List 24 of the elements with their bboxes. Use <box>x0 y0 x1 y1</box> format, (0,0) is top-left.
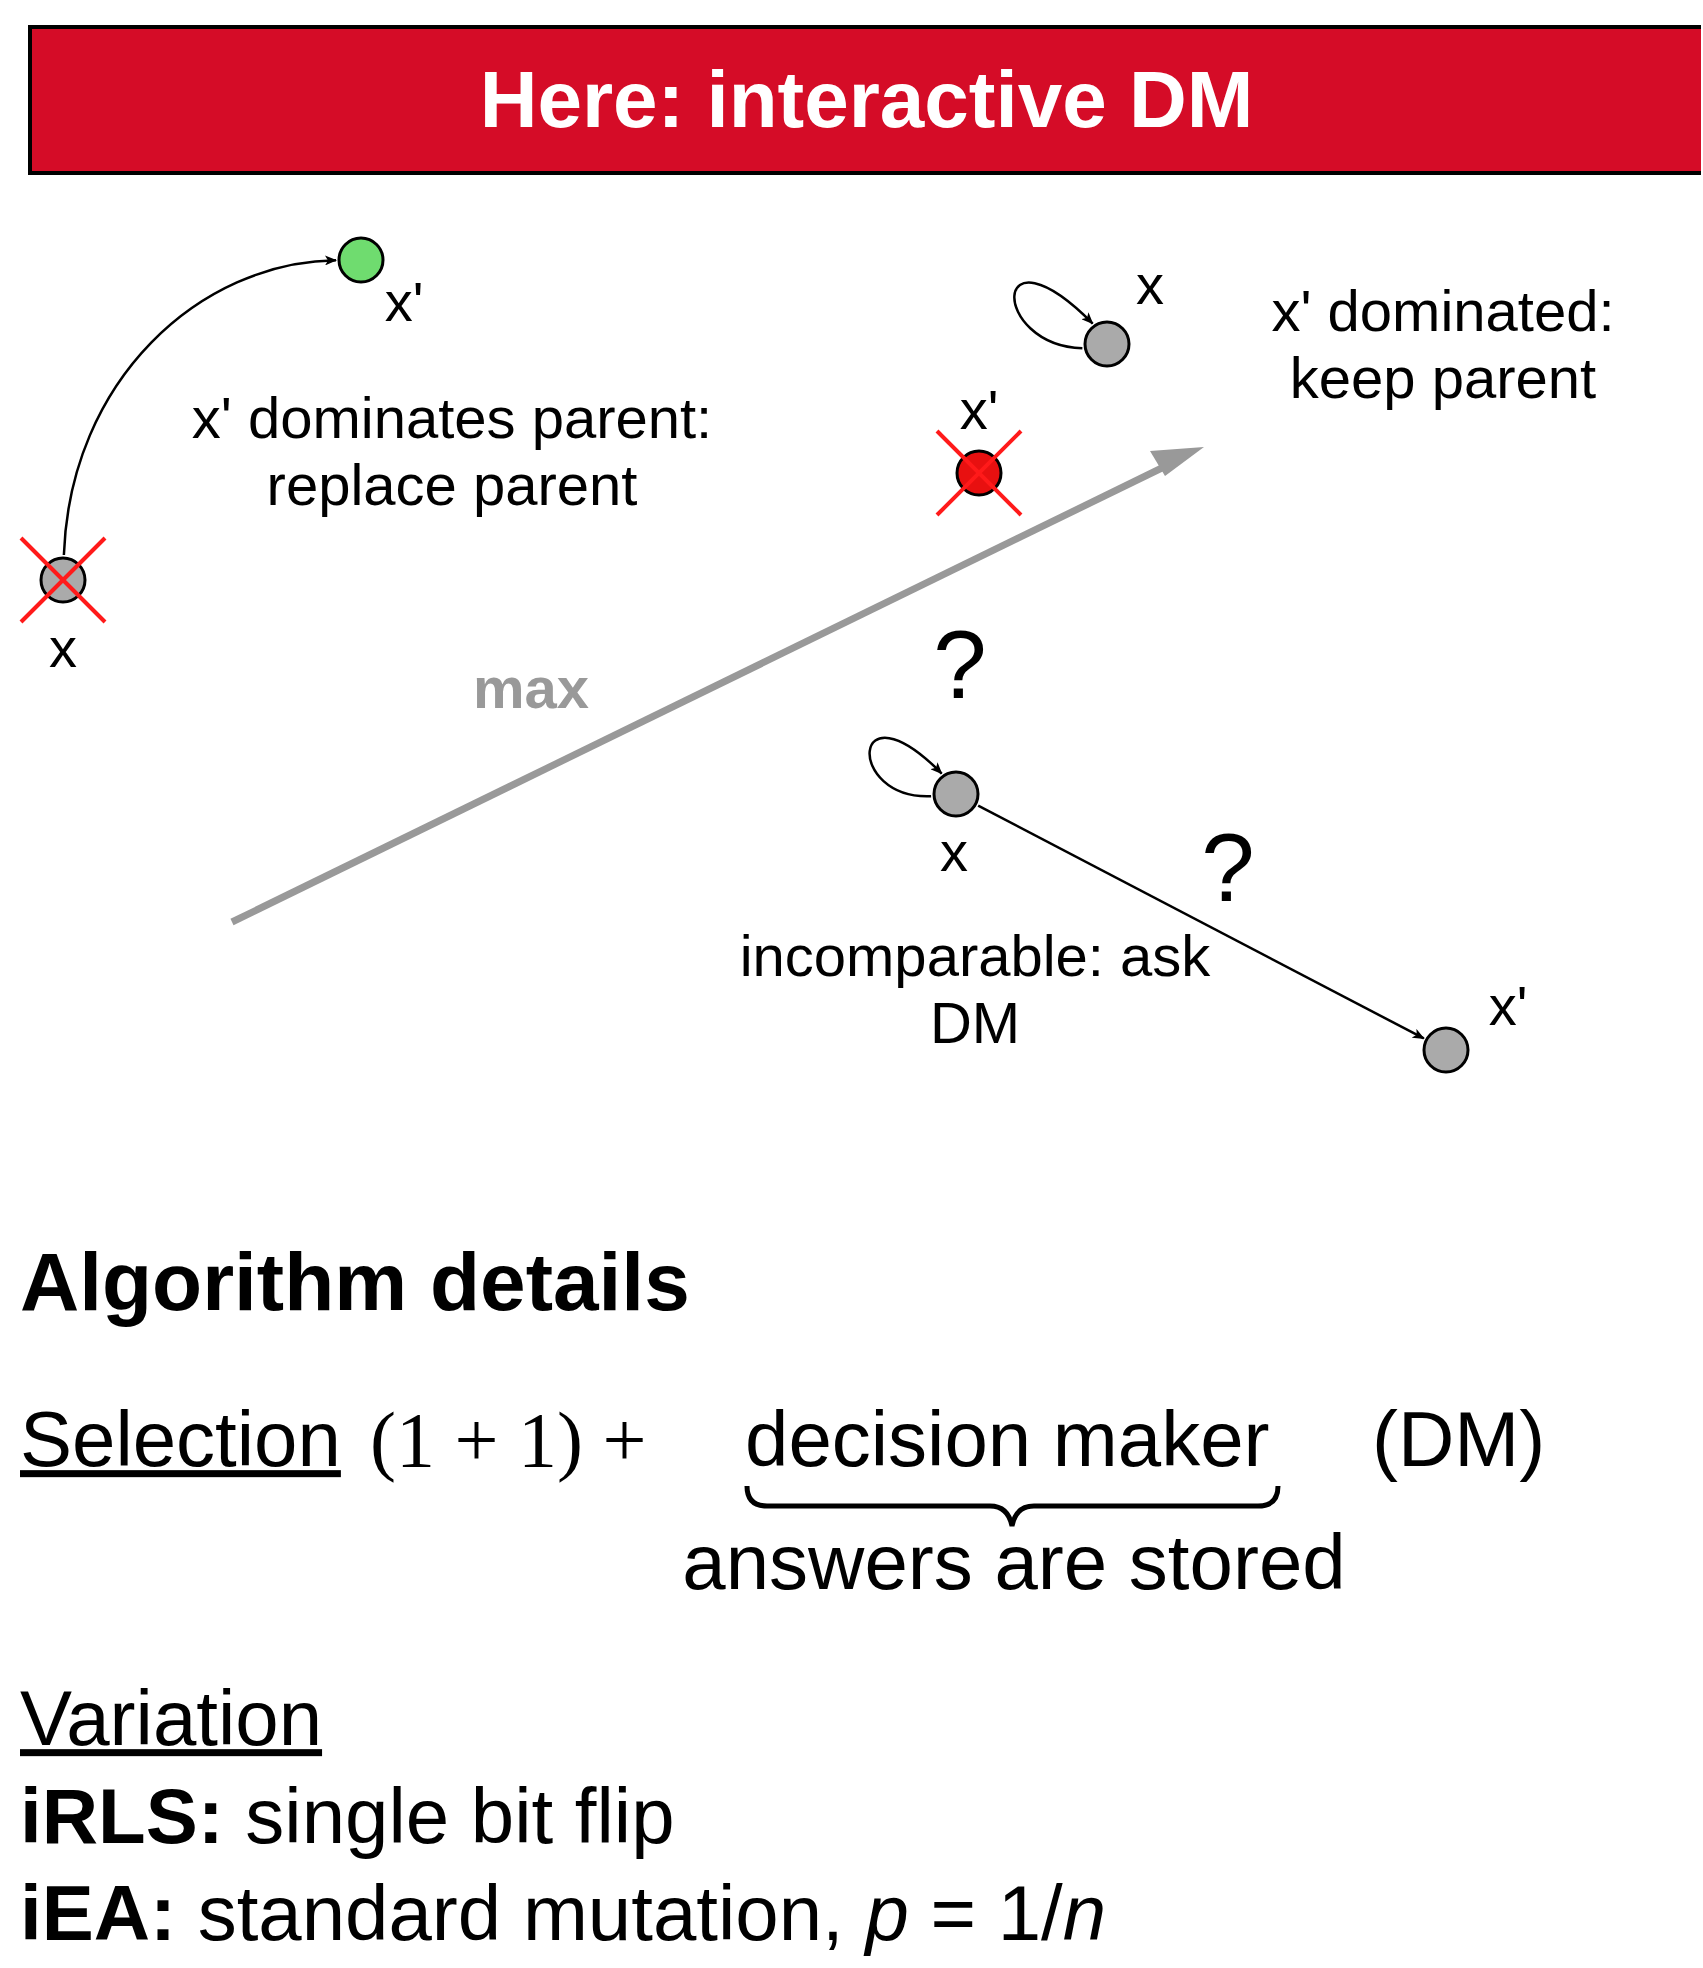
point-label: x' <box>1488 978 1528 1034</box>
description-text: iRLS: single bit flip <box>20 1772 675 1862</box>
term-label: Variation <box>20 1674 323 1764</box>
term-label: (DM) <box>1372 1395 1546 1485</box>
annotation-text: x' dominates parent: replace parent <box>190 385 714 519</box>
point-label: x <box>1136 257 1164 313</box>
term-label: Selection <box>20 1395 341 1485</box>
annotation-text: incomparable: ask DM <box>738 923 1212 1057</box>
point-label: x <box>49 620 77 676</box>
loop-arrow <box>868 736 943 798</box>
loop-arrow <box>1013 281 1094 350</box>
section-heading: Algorithm details <box>20 1234 690 1329</box>
axis-label: max <box>471 654 591 722</box>
point-label: x' <box>384 274 424 330</box>
formula-text: (1 + 1) + <box>370 1395 647 1485</box>
title-banner: Here: interactive DM <box>28 25 1701 175</box>
description-text: iEA: standard mutation, p = 1/n <box>20 1869 1107 1959</box>
arrow <box>977 804 1425 1040</box>
point-label: x' <box>959 382 999 438</box>
annotation-text: x' dominated: keep parent <box>1270 278 1616 412</box>
term-label: decision maker <box>745 1395 1270 1485</box>
arrow <box>62 256 337 556</box>
brace-note: answers are stored <box>681 1518 1347 1608</box>
point-label: x <box>940 824 968 880</box>
